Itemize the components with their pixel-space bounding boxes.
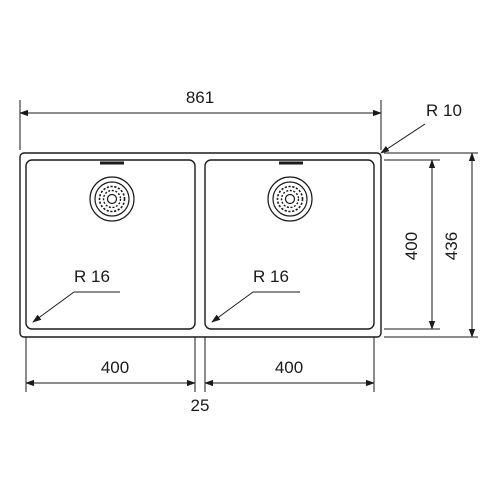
left-drain-icon bbox=[89, 176, 135, 222]
outer-corner-radius-callout: R 10 bbox=[380, 101, 462, 154]
divider-width-label: 25 bbox=[191, 396, 210, 415]
sink-outer-outline bbox=[19, 152, 382, 338]
left-bowl-radius-callout: R 16 bbox=[32, 267, 120, 323]
left-bowl-width-label: 400 bbox=[101, 358, 129, 377]
overall-depth-label: 436 bbox=[442, 232, 461, 260]
right-bowl-width-label: 400 bbox=[275, 358, 303, 377]
divider-width-dimension: 25 bbox=[191, 396, 210, 415]
left-bowl-radius-label: R 16 bbox=[74, 267, 110, 286]
left-bowl-width-dimension: 400 bbox=[25, 358, 196, 387]
right-bowl-width-dimension: 400 bbox=[204, 358, 375, 387]
right-bowl bbox=[204, 159, 375, 330]
right-bowl-radius-label: R 16 bbox=[253, 267, 289, 286]
overall-width-dimension: 861 bbox=[19, 88, 382, 150]
left-bowl bbox=[25, 159, 196, 330]
bowl-depth-label: 400 bbox=[402, 232, 421, 260]
bowl-depth-dimension: 400 bbox=[384, 159, 440, 330]
bowl-width-extension-lines bbox=[25, 337, 375, 392]
overall-width-label: 861 bbox=[186, 88, 214, 107]
right-bowl-radius-callout: R 16 bbox=[211, 267, 300, 323]
overall-depth-dimension: 436 bbox=[384, 152, 478, 338]
right-drain-icon bbox=[267, 176, 313, 222]
outer-corner-radius-label: R 10 bbox=[426, 101, 462, 120]
